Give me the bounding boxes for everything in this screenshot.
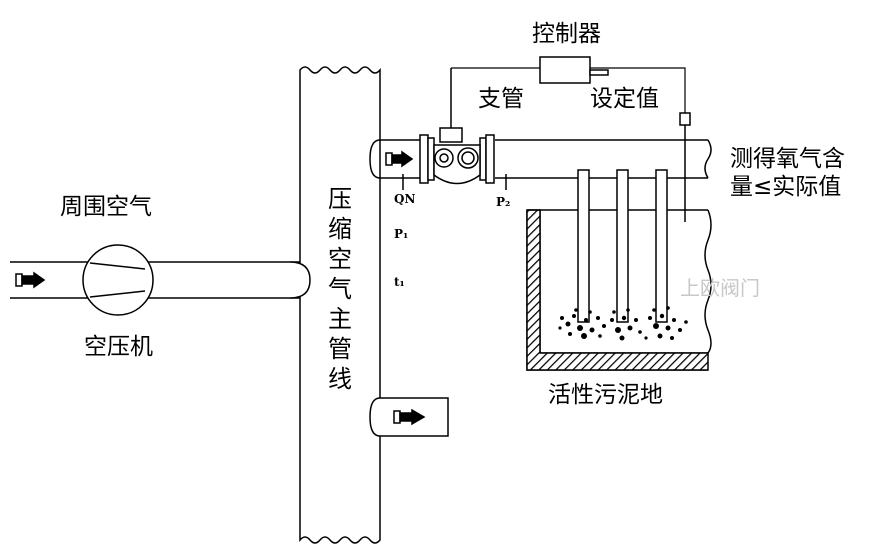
compressor-label: 空压机 (84, 334, 153, 360)
second-outlet-arrow (369, 397, 449, 437)
valve-icon (419, 68, 495, 185)
intake-pipe (10, 261, 300, 299)
main-pipe-label: 压缩空气主管线 (328, 185, 352, 393)
p2-label: P₂ (496, 195, 511, 209)
measure-ticks (402, 174, 507, 190)
p1-label: P₁ (394, 227, 409, 241)
measured-label-line1: 测得氧气含 (730, 146, 845, 172)
controller-box (539, 56, 609, 84)
t1-label: t₁ (394, 275, 405, 289)
intake-flow-arrow (15, 271, 46, 289)
oxygen-sensor (679, 112, 691, 222)
tank-label: 活性污泥地 (548, 382, 663, 408)
controller-label: 控制器 (532, 21, 601, 47)
set-value-label: 设定值 (590, 86, 659, 112)
qn-label: QN (394, 192, 416, 206)
intake-junction (289, 261, 311, 299)
measured-label-line2: 量≤实际值 (730, 174, 842, 200)
air-bubbles (558, 306, 688, 341)
signal-lines (451, 67, 686, 113)
branch-pipe (369, 139, 712, 179)
ambient-air-label: 周围空气 (60, 194, 152, 220)
diffuser-tubes (577, 169, 668, 323)
watermark-text: 上欧阀门 (680, 276, 760, 300)
main-pipe (299, 66, 381, 544)
branch-flow-arrow (385, 150, 414, 168)
compressor-icon (82, 244, 154, 316)
branch-pipe-label: 支管 (478, 86, 524, 112)
